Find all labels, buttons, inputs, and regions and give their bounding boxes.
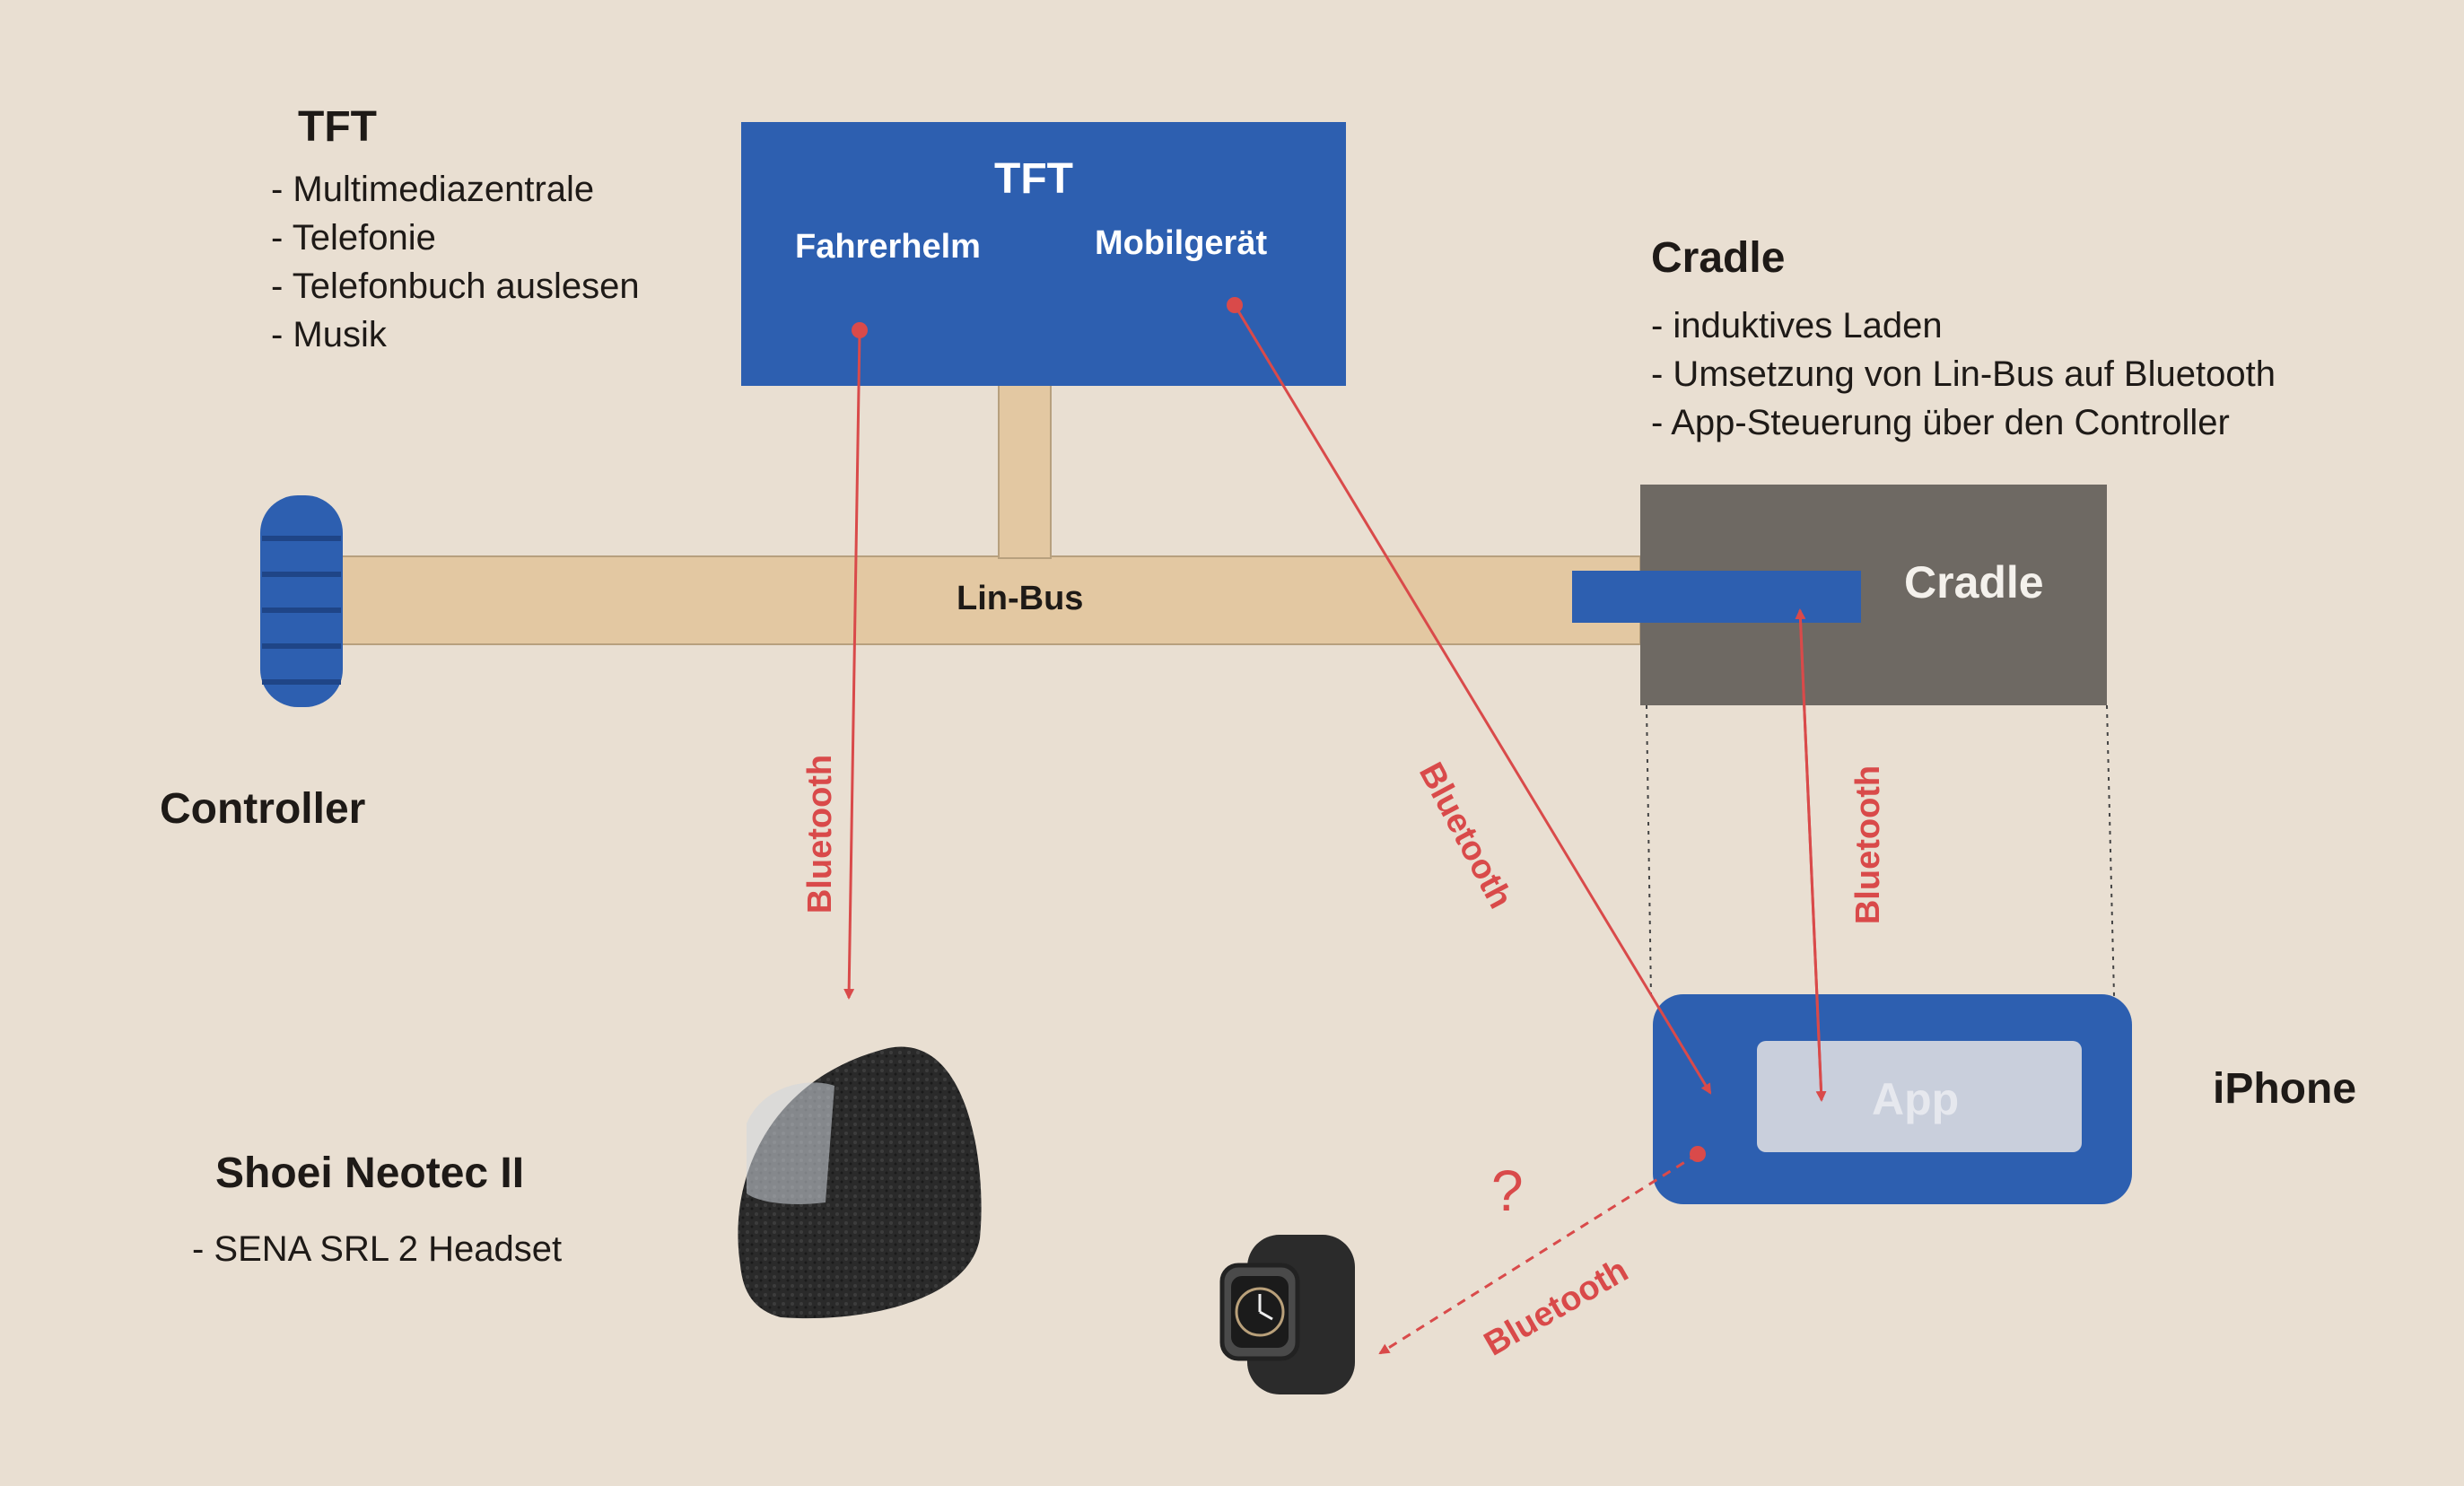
tft-connector <box>998 383 1052 559</box>
tft-box-mobilgeraet: Mobilgerät <box>1095 224 1268 262</box>
tft-info-heading: TFT <box>298 103 377 151</box>
lin-bus-bar <box>338 555 1641 645</box>
iphone-label: iPhone <box>2213 1065 2357 1113</box>
tft-box <box>741 122 1346 386</box>
cradle-box-label: Cradle <box>1904 557 2044 608</box>
arrow-bt-helmet <box>843 331 861 1000</box>
cradle-info-item: - induktives Laden <box>1651 306 1943 345</box>
helmet-image <box>738 1046 982 1319</box>
watch-image <box>1219 1235 1355 1394</box>
tft-info-item: - Musik <box>271 315 387 354</box>
app-label: App <box>1872 1074 1960 1124</box>
bt-label-cradle: Bluetooth <box>1849 765 1888 925</box>
helmet-heading: Shoei Neotec II <box>215 1149 525 1197</box>
app-box <box>1757 1041 2082 1152</box>
arrow-bt-cradle-up <box>1795 608 1823 1101</box>
tft-info-list: - Multimediazentrale - Telefonie - Telef… <box>271 165 640 359</box>
cradle-info-item: - Umsetzung von Lin-Bus auf Bluetooth <box>1651 354 2276 394</box>
tft-box-fahrerhelm: Fahrerhelm <box>795 228 981 266</box>
lin-bus-label: Lin-Bus <box>957 580 1084 617</box>
arrow-bt-watch <box>1378 1152 1699 1355</box>
unknown-connection-mark: ? <box>1491 1158 1524 1223</box>
dot-bt-mobile <box>1227 297 1243 313</box>
bt-label-helmet: Bluetooth <box>801 754 840 914</box>
dot-bt-watch <box>1690 1146 1706 1162</box>
tft-info-item: - Telefonbuch auslesen <box>271 267 640 306</box>
cradle-info-heading: Cradle <box>1651 234 1786 282</box>
cradle-info-list: - induktives Laden - Umsetzung von Lin-B… <box>1651 302 2276 447</box>
dot-bt-helmet <box>852 322 868 338</box>
guide-left <box>1646 704 1652 997</box>
controller-label: Controller <box>160 785 366 833</box>
tft-box-title: TFT <box>994 155 1073 203</box>
tft-info-item: - Multimediazentrale <box>271 170 595 209</box>
helmet-subtitle: - SENA SRL 2 Headset <box>192 1229 563 1269</box>
cradle-slot <box>1572 571 1861 623</box>
guide-right <box>2106 704 2115 997</box>
controller-knob <box>260 495 343 707</box>
tft-info-item: - Telefonie <box>271 218 436 258</box>
arrow-bt-mobile <box>1233 304 1712 1095</box>
cradle-info-item: - App-Steuerung über den Controller <box>1651 403 2230 442</box>
